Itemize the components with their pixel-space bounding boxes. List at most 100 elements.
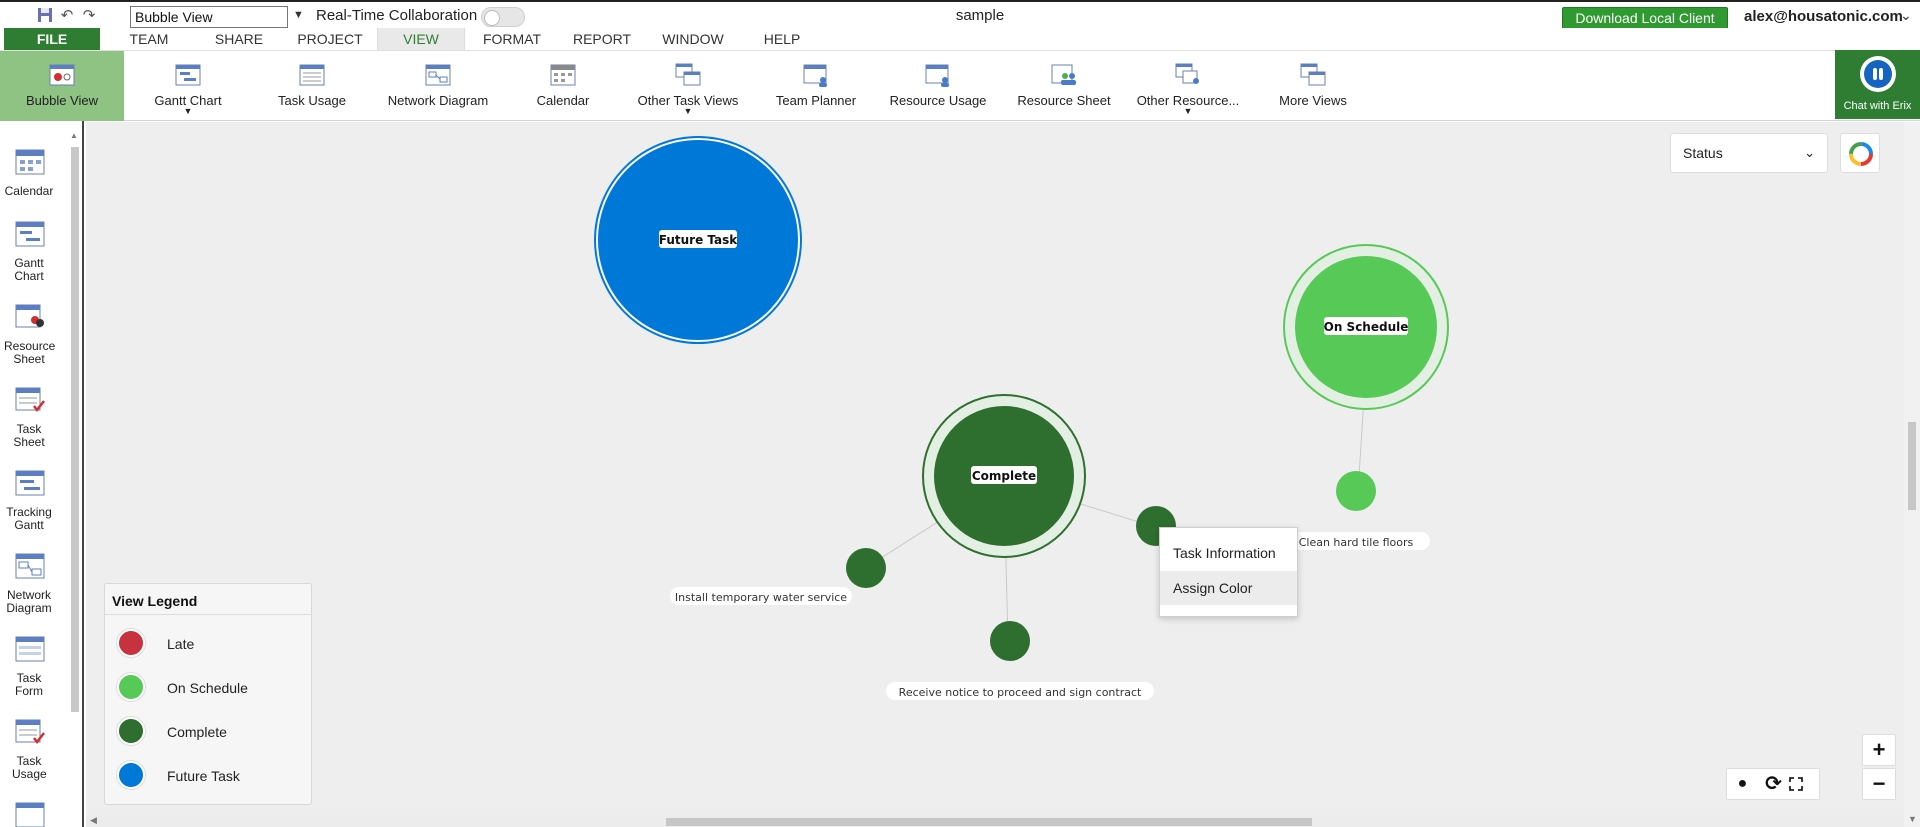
task-label-bg xyxy=(886,682,1154,700)
ribbon-team-planner[interactable]: Team Planner xyxy=(766,51,866,121)
ribbon-network-diagram[interactable]: Network Diagram xyxy=(382,51,494,121)
download-local-client-button[interactable]: Download Local Client xyxy=(1562,7,1728,29)
bubble-label-bg xyxy=(1324,317,1408,335)
task-label-bg xyxy=(1282,532,1430,550)
zoom-out-button[interactable]: − xyxy=(1862,768,1896,800)
ribbon-other-task-views[interactable]: Other Task Views ▼ xyxy=(632,51,744,121)
sidebar-item-resource-sheet[interactable]: Resource Sheet xyxy=(0,303,58,373)
menu-help[interactable]: HELP xyxy=(763,31,801,47)
context-menu-assign-color[interactable]: Assign Color xyxy=(1160,571,1297,605)
fullscreen-icon[interactable] xyxy=(1789,769,1820,799)
menu-format[interactable]: FORMAT xyxy=(482,31,542,47)
ribbon-resource-usage[interactable]: Resource Usage xyxy=(888,51,988,121)
chat-with-erix-button[interactable]: Chat with Erix xyxy=(1835,50,1920,119)
undo-icon[interactable]: ↶ xyxy=(60,7,74,24)
menu-project[interactable]: PROJECT xyxy=(297,31,363,47)
sidebar-item-network-diagram[interactable]: Network Diagram xyxy=(0,552,58,622)
scroll-down-arrow-icon[interactable]: ▼ xyxy=(1908,814,1917,824)
sidebar-item-task-form[interactable]: Task Form xyxy=(0,635,58,705)
ribbon-bubble-view[interactable]: Bubble View xyxy=(0,51,124,121)
dropdown-caret-icon[interactable]: ▼ xyxy=(183,106,193,116)
sidebar-item-calendar[interactable]: Calendar xyxy=(0,148,58,218)
tracking-gantt-icon xyxy=(15,470,45,496)
dropdown-caret-icon[interactable]: ▼ xyxy=(1183,106,1193,116)
color-wheel-button[interactable] xyxy=(1840,133,1880,173)
scroll-left-arrow-icon[interactable]: ◀ xyxy=(90,815,97,825)
menu-team[interactable]: TEAM xyxy=(129,31,169,47)
save-icon[interactable] xyxy=(36,7,54,25)
redo-icon[interactable]: ↷ xyxy=(82,7,96,24)
menu-report[interactable]: REPORT xyxy=(572,31,632,47)
realtime-collaboration-toggle[interactable] xyxy=(481,7,525,27)
ribbon-more-views[interactable]: More Views xyxy=(1266,51,1360,121)
context-menu-task-information[interactable]: Task Information xyxy=(1173,545,1276,561)
task-sheet-icon xyxy=(15,387,45,413)
task-bubble[interactable] xyxy=(1336,471,1376,511)
sidebar-scrollbar-thumb[interactable] xyxy=(71,147,79,712)
menu-bar: FILE TEAM SHARE PROJECT VIEW FORMAT REPO… xyxy=(0,28,1920,50)
legend-label: Future Task xyxy=(167,768,240,784)
sidebar-item-label: Network Diagram xyxy=(6,588,52,615)
other-task-views-icon xyxy=(675,63,701,86)
bubble-canvas[interactable]: Future Task On Schedule Complete Install… xyxy=(86,122,1920,827)
view-sidebar: Calendar Gantt Chart Resource Sheet Task… xyxy=(0,121,84,827)
document-title: sample xyxy=(955,7,1005,24)
sidebar-item-label: Resource Sheet xyxy=(4,339,56,366)
sidebar-item-task-sheet[interactable]: Task Sheet xyxy=(0,386,58,456)
network-diagram-icon xyxy=(15,553,45,579)
sidebar-item-tracking-gantt[interactable]: Tracking Gantt xyxy=(0,469,58,539)
ribbon-label: Resource Sheet xyxy=(1017,93,1111,108)
view-legend-title: View Legend xyxy=(112,593,198,609)
calendar-icon xyxy=(15,149,45,175)
zoom-in-button[interactable]: + xyxy=(1862,734,1896,766)
ribbon-task-usage[interactable]: Task Usage xyxy=(266,51,358,121)
sheet-icon xyxy=(15,802,45,827)
menu-share[interactable]: SHARE xyxy=(214,31,264,47)
center-dot-icon[interactable]: ● xyxy=(1737,775,1748,792)
refresh-icon[interactable]: ⟳ xyxy=(1765,773,1782,795)
menu-file[interactable]: FILE xyxy=(4,28,100,50)
view-select-arrow-icon[interactable]: ▼ xyxy=(293,9,304,21)
other-resource-views-icon xyxy=(1175,63,1199,84)
legend-swatch xyxy=(117,761,145,789)
menu-view[interactable]: VIEW xyxy=(377,28,465,50)
ribbon-resource-sheet[interactable]: Resource Sheet xyxy=(1012,51,1116,121)
view-select[interactable]: Bubble View xyxy=(130,6,288,28)
sidebar-item-partial[interactable] xyxy=(0,801,58,827)
sidebar-item-gantt-chart[interactable]: Gantt Chart xyxy=(0,220,58,290)
legend-swatch xyxy=(117,673,145,701)
task-usage-icon xyxy=(299,64,325,86)
ribbon-calendar[interactable]: Calendar xyxy=(518,51,608,121)
ribbon-gantt-chart[interactable]: Gantt Chart ▼ xyxy=(138,51,238,121)
resource-usage-icon xyxy=(925,64,949,87)
vertical-scrollbar-thumb[interactable] xyxy=(1908,422,1916,510)
more-views-icon xyxy=(1300,63,1326,86)
task-bubble[interactable] xyxy=(846,548,886,588)
status-select-value: Status xyxy=(1683,145,1723,161)
horizontal-scrollbar-thumb[interactable] xyxy=(666,818,1312,826)
scroll-up-arrow-icon[interactable]: ▲ xyxy=(70,131,78,140)
user-menu-chevron-icon[interactable]: ⌄ xyxy=(1900,7,1912,23)
ribbon-other-resource-views[interactable]: Other Resource... ▼ xyxy=(1136,51,1240,121)
legend-label: Complete xyxy=(167,724,227,740)
team-planner-icon xyxy=(803,64,827,87)
ribbon-label: Other Resource... xyxy=(1136,93,1240,108)
chat-with-erix-label: Chat with Erix xyxy=(1843,100,1912,112)
group-by-status-select[interactable]: Status ⌄ xyxy=(1670,133,1828,173)
sidebar-item-label: Tracking Gantt xyxy=(6,505,52,532)
sidebar-item-label: Calendar xyxy=(4,184,54,198)
dropdown-caret-icon[interactable]: ▼ xyxy=(683,106,693,116)
menu-window[interactable]: WINDOW xyxy=(662,31,724,47)
task-bubble[interactable] xyxy=(990,621,1030,661)
chat-bubble-icon xyxy=(1860,56,1896,92)
ribbon-label: Calendar xyxy=(536,93,590,108)
calendar-icon xyxy=(550,64,576,86)
legend-label: On Schedule xyxy=(167,680,248,696)
sidebar-item-task-usage[interactable]: Task Usage xyxy=(0,718,58,788)
resource-sheet-icon xyxy=(1051,64,1076,85)
gantt-chart-icon xyxy=(175,64,201,86)
bubble-label-bg xyxy=(971,466,1037,484)
legend-swatch xyxy=(117,629,145,657)
user-email[interactable]: alex@housatonic.com xyxy=(1744,8,1903,25)
bubble-graph: Future Task On Schedule Complete Install… xyxy=(594,136,1449,700)
